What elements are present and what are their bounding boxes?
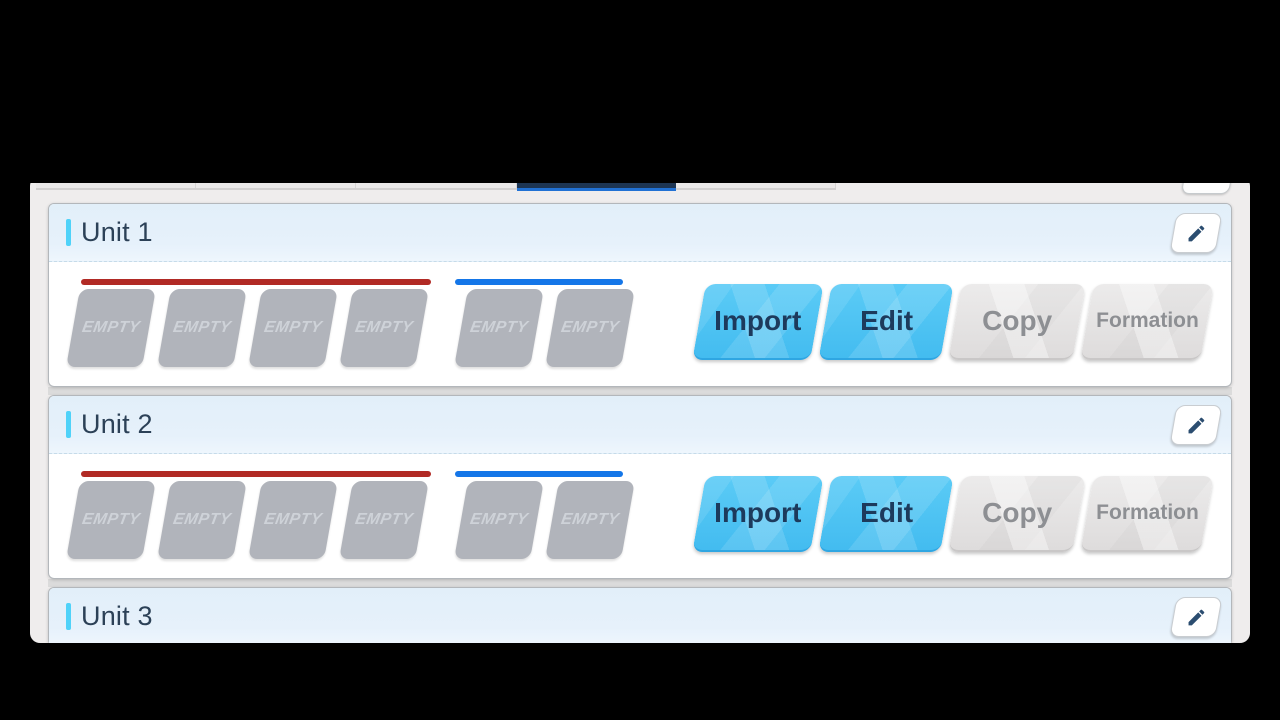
action-button-row: Import Edit Copy Formation [692,476,1214,552]
slot-empty-label: EMPTY [468,319,530,336]
action-button-row: Import Edit Copy Formation [692,284,1214,360]
squad-slot-main[interactable]: EMPTY [248,481,338,559]
slot-empty-label: EMPTY [262,319,324,336]
formation-button[interactable]: Formation [1080,284,1214,360]
formation-button[interactable]: Formation [1080,476,1214,552]
slot-empty-label: EMPTY [80,319,142,336]
pencil-icon [1188,609,1204,625]
action-button-label: Edit [859,305,913,336]
squad-slot-main[interactable]: EMPTY [66,289,156,367]
copy-button[interactable]: Copy [948,284,1086,360]
slot-empty-label: EMPTY [559,511,621,528]
import-button[interactable]: Import [692,284,824,360]
card-gap [48,579,1232,587]
unit-rename-button[interactable] [1169,597,1223,637]
unit-header: Unit 3 [49,588,1231,643]
slot-row: EMPTY EMPTY EMPTY EMPTY EMPTY EMPTY [66,289,643,367]
slot-empty-label: EMPTY [353,511,415,528]
unit-rename-button[interactable] [1169,405,1223,445]
card-gap [48,387,1232,395]
unit-card: Unit 2 EMPTY EMPTY EMPTY EMPTY EMPTY EMPTY Im… [48,395,1232,579]
action-button-label: Formation [1095,309,1199,332]
import-button[interactable]: Import [692,476,824,552]
unit-title: Unit 1 [81,217,153,247]
unit-list-panel: Unit 1 EMPTY EMPTY EMPTY EMPTY EMPTY EMPTY Im… [30,176,1250,643]
squad-slot-reserve[interactable]: EMPTY [454,481,544,559]
unit-cards-column: Unit 1 EMPTY EMPTY EMPTY EMPTY EMPTY EMPTY Im… [48,203,1232,643]
action-button-label: Formation [1095,501,1199,524]
reserve-group-line [455,279,623,285]
letterbox-bottom [0,643,1280,720]
slot-row: EMPTY EMPTY EMPTY EMPTY EMPTY EMPTY [66,481,643,559]
squad-slot-main[interactable]: EMPTY [339,481,429,559]
slot-empty-label: EMPTY [353,319,415,336]
pencil-icon [1188,417,1204,433]
squad-slot-main[interactable]: EMPTY [339,289,429,367]
unit-header: Unit 2 [49,396,1231,454]
action-button-label: Edit [859,497,913,528]
letterbox-top [0,0,1280,183]
unit-rename-button[interactable] [1169,213,1223,253]
unit-accent-bar [66,603,71,630]
action-button-label: Import [714,305,802,336]
unit-card: Unit 1 EMPTY EMPTY EMPTY EMPTY EMPTY EMPTY Im… [48,203,1232,387]
squad-slot-main[interactable]: EMPTY [157,481,247,559]
unit-title: Unit 3 [81,601,153,631]
slot-empty-label: EMPTY [80,511,142,528]
unit-title: Unit 2 [81,409,153,439]
pencil-icon [1188,225,1204,241]
squad-slot-main[interactable]: EMPTY [66,481,156,559]
slot-empty-label: EMPTY [559,319,621,336]
squad-slot-main[interactable]: EMPTY [248,289,338,367]
edit-button[interactable]: Edit [818,476,954,552]
slot-empty-label: EMPTY [171,511,233,528]
slot-empty-label: EMPTY [468,511,530,528]
unit-header: Unit 1 [49,204,1231,262]
action-button-label: Copy [982,305,1053,336]
action-button-label: Copy [982,497,1053,528]
squad-slot-reserve[interactable]: EMPTY [545,481,635,559]
squad-slot-main[interactable]: EMPTY [157,289,247,367]
unit-accent-bar [66,219,71,246]
slot-empty-label: EMPTY [171,319,233,336]
copy-button[interactable]: Copy [948,476,1086,552]
main-group-line [81,279,431,285]
reserve-group-line [455,471,623,477]
squad-slot-reserve[interactable]: EMPTY [545,289,635,367]
slot-empty-label: EMPTY [262,511,324,528]
unit-body: EMPTY EMPTY EMPTY EMPTY EMPTY EMPTY Import Edi… [49,454,1231,578]
squad-slot-reserve[interactable]: EMPTY [454,289,544,367]
action-button-label: Import [714,497,802,528]
unit-card: Unit 3 [48,587,1232,643]
unit-accent-bar [66,411,71,438]
main-group-line [81,471,431,477]
unit-body: EMPTY EMPTY EMPTY EMPTY EMPTY EMPTY Import Edi… [49,262,1231,386]
edit-button[interactable]: Edit [818,284,954,360]
